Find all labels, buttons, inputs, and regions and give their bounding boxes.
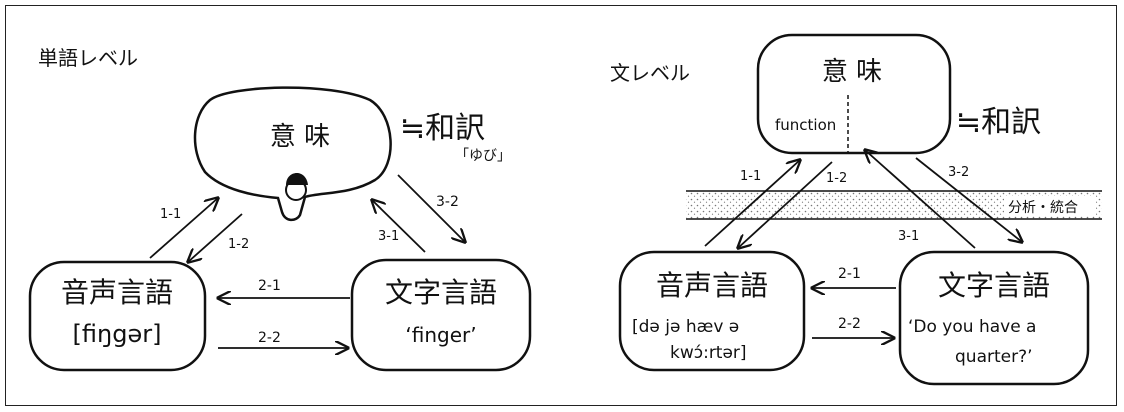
left-arrow-3-1 — [372, 200, 426, 253]
right-arrow-3-2 — [915, 157, 1022, 242]
right-spoken-box — [618, 250, 806, 372]
right-spoken-example-line2: kwɔ́:rtər] — [670, 343, 747, 363]
right-translation-label: ≒和訳 — [956, 105, 1041, 140]
left-arrow-label-2-1: 2-1 — [258, 278, 281, 294]
left-arrow-label-2-2: 2-2 — [258, 330, 281, 346]
left-written-label: 文字言語 — [385, 276, 497, 309]
right-written-box — [898, 250, 1090, 386]
left-spoken-box — [28, 260, 207, 372]
left-diagram: 単語レベル 意 味 ≒和訳 「ゆび」 音声言語 [fiŋgər] 文字言語 ‘f… — [28, 46, 532, 372]
left-meaning-blob — [193, 86, 392, 222]
right-arrow-label-3-1: 3-1 — [898, 229, 919, 244]
left-spoken-label: 音声言語 — [61, 276, 173, 309]
left-written-example: ‘finger’ — [405, 323, 476, 347]
right-diagram: 文レベル 意 味 function ≒和訳 分析・統合 音声言語 [də jə … — [610, 33, 1102, 386]
right-spoken-label: 音声言語 — [656, 269, 768, 302]
left-spoken-example: [fiŋgər] — [73, 320, 162, 348]
frame — [5, 5, 1117, 406]
band-label-bg — [1004, 196, 1096, 216]
left-arrow-label-3-1: 3-1 — [378, 229, 399, 244]
left-translation-example: 「ゆび」 — [455, 148, 511, 164]
left-meaning-label: 意 味 — [270, 122, 330, 152]
right-arrow-1-1 — [704, 160, 800, 247]
right-function-label: function — [775, 116, 836, 134]
right-written-label: 文字言語 — [938, 269, 1050, 302]
left-arrow-1-1 — [149, 198, 218, 259]
right-arrow-label-1-2: 1-2 — [826, 171, 847, 186]
right-arrow-label-3-2: 3-2 — [948, 165, 969, 180]
right-arrow-label-2-2: 2-2 — [838, 316, 861, 332]
right-meaning-box — [756, 33, 952, 155]
right-written-example-line2: quarter?’ — [955, 347, 1033, 367]
left-arrow-label-3-2: 3-2 — [436, 194, 459, 210]
left-arrow-label-1-1: 1-1 — [160, 207, 181, 222]
right-spoken-example-line1: [də jə hæv ə — [632, 317, 739, 337]
left-title: 単語レベル — [38, 46, 138, 70]
right-arrow-label-1-1: 1-1 — [740, 169, 761, 184]
left-arrow-1-2 — [188, 213, 243, 262]
right-title: 文レベル — [610, 61, 690, 85]
left-arrow-3-2 — [397, 174, 465, 242]
right-arrow-3-1 — [865, 150, 976, 249]
band-label: 分析・統合 — [1008, 200, 1078, 216]
left-arrow-label-1-2: 1-2 — [228, 237, 249, 252]
right-written-example-line1: ‘Do you have a — [908, 317, 1036, 337]
right-arrow-label-2-1: 2-1 — [838, 266, 861, 282]
right-arrow-1-2 — [738, 161, 833, 248]
right-meaning-label: 意 味 — [822, 57, 882, 87]
hair-icon — [286, 172, 308, 185]
left-written-box — [350, 258, 532, 372]
left-translation-label: ≒和訳 — [400, 111, 485, 146]
